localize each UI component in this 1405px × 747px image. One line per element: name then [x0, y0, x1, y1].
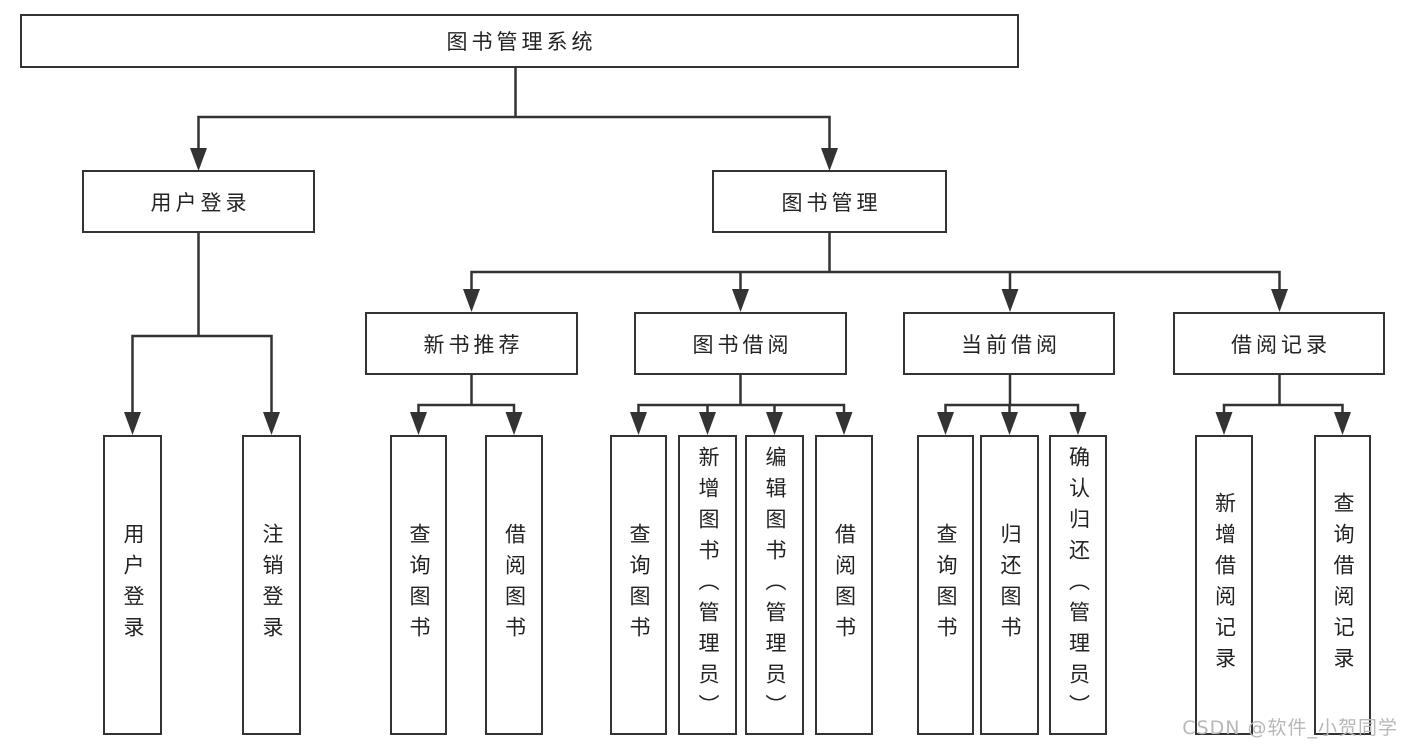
node-borrow-records: 借阅记录 — [1173, 312, 1385, 375]
node-book-management-label: 图书管理 — [781, 190, 882, 215]
leaf-return-book: 归还图书 — [980, 435, 1039, 735]
connector-userlogin-to-leaves — [131, 231, 273, 418]
node-book-borrow-label: 图书借阅 — [692, 332, 793, 357]
leaf-confirm-return-admin-label: 确认归还（管理员） — [1066, 445, 1091, 725]
leaf-edit-book-admin-label: 编辑图书（管理员） — [763, 445, 787, 725]
leaf-borrow-book-1: 借阅图书 — [485, 435, 543, 735]
node-new-book-recommend-label: 新书推荐 — [423, 332, 524, 357]
leaf-query-book-3: 查询图书 — [917, 435, 974, 735]
node-user-login-label: 用户登录 — [150, 190, 251, 215]
node-new-book-recommend: 新书推荐 — [365, 312, 578, 375]
leaf-add-borrow-record: 新增借阅记录 — [1195, 435, 1253, 735]
leaf-query-book-1: 查询图书 — [390, 435, 447, 735]
leaf-logout: 注销登录 — [242, 435, 301, 735]
node-root: 图书管理系统 — [20, 14, 1019, 68]
leaf-query-book-1-label: 查询图书 — [407, 523, 431, 647]
connector-currentborrow-to-leaves — [944, 373, 1080, 418]
node-root-label: 图书管理系统 — [446, 30, 597, 54]
leaf-add-book-admin-label: 新增图书（管理员） — [696, 445, 720, 725]
leaf-add-borrow-record-label: 新增借阅记录 — [1212, 492, 1237, 678]
leaf-edit-book-admin: 编辑图书（管理员） — [745, 435, 804, 735]
leaf-add-book-admin: 新增图书（管理员） — [678, 435, 737, 735]
node-borrow-records-label: 借阅记录 — [1231, 332, 1331, 357]
leaf-query-book-2: 查询图书 — [610, 435, 667, 735]
leaf-borrow-book-2-label: 借阅图书 — [832, 523, 857, 647]
node-book-management: 图书管理 — [712, 170, 947, 233]
leaf-confirm-return-admin: 确认归还（管理员） — [1049, 435, 1107, 735]
connector-root-to-level2 — [197, 66, 831, 154]
leaf-return-book-label: 归还图书 — [998, 523, 1022, 647]
leaf-user-login-label: 用户登录 — [121, 523, 145, 647]
csdn-watermark: CSDN @软件_小贺同学 — [1182, 717, 1398, 739]
leaf-user-login: 用户登录 — [103, 435, 162, 735]
node-user-login: 用户登录 — [82, 170, 315, 233]
leaf-query-book-3-label: 查询图书 — [934, 523, 958, 647]
connector-newbook-to-leaves — [417, 373, 516, 418]
node-current-borrow: 当前借阅 — [903, 312, 1115, 375]
connector-bookmgmt-to-level3 — [470, 231, 1281, 295]
node-book-borrow: 图书借阅 — [634, 312, 847, 375]
leaf-logout-label: 注销登录 — [260, 523, 284, 647]
node-current-borrow-label: 当前借阅 — [961, 332, 1061, 357]
connector-borrowrecord-to-leaves — [1222, 373, 1344, 418]
leaf-borrow-book-2: 借阅图书 — [815, 435, 873, 735]
leaf-query-borrow-record-label: 查询借阅记录 — [1331, 492, 1355, 678]
leaf-borrow-book-1-label: 借阅图书 — [502, 523, 527, 647]
leaf-query-borrow-record: 查询借阅记录 — [1314, 435, 1371, 735]
leaf-query-book-2-label: 查询图书 — [627, 523, 651, 647]
connector-bookborrow-to-leaves — [637, 373, 846, 418]
